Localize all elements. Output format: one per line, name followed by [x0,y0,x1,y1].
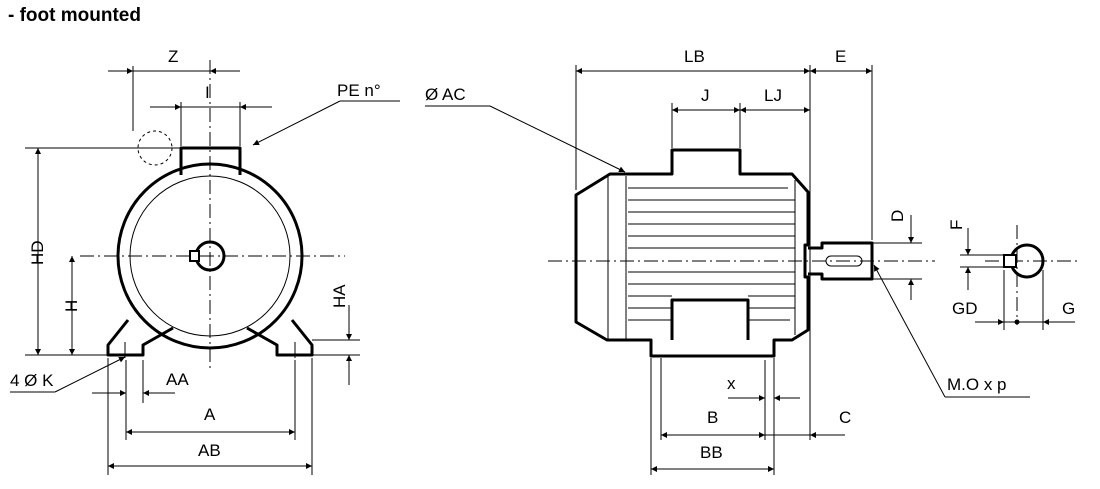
page-title: - foot mounted [8,5,141,26]
label-j: J [701,86,710,105]
section-dot [1014,319,1020,325]
label-aa: AA [166,370,189,389]
front-view: Z I PE n° HD H HA 4 Ø K [10,47,400,475]
label-x: x [727,374,736,393]
frame-outer-circle [116,162,304,350]
label-lb: LB [684,47,705,66]
side-view: LB E J LJ Ø AC D M.O x p x [425,47,1030,475]
label-ha: HA [330,284,349,308]
shaft [808,241,874,281]
label-ac: Ø AC [425,85,466,104]
mo-leader [873,264,946,398]
label-pe: PE n° [337,81,381,100]
label-mo: M.O x p [947,375,1007,394]
label-d: D [888,210,907,222]
shaft-section-key [1003,254,1017,268]
k-leader [54,356,126,393]
label-a: A [204,405,216,424]
label-g: G [1062,299,1075,318]
label-ab: AB [198,441,221,460]
label-f: F [947,220,966,230]
label-b: B [707,408,718,427]
label-bb: BB [700,443,723,462]
label-hd: HD [28,240,47,265]
left-foot [106,319,174,357]
shaft-section-view: F GD G [947,220,1080,330]
motor-body [574,148,810,358]
terminal-box [179,146,242,175]
label-z: Z [168,47,178,66]
label-k: 4 Ø K [10,371,54,390]
foot-recess [670,298,750,340]
label-c: C [839,408,851,427]
frame-inner-circle [129,175,291,337]
label-i: I [205,83,210,102]
right-foot [246,319,314,357]
pe-leader [252,100,341,146]
shaft-keyway [825,255,863,267]
label-gd: GD [952,299,978,318]
label-lj: LJ [764,86,782,105]
label-e: E [835,47,846,66]
shaft-key [189,250,200,262]
cooling-fins [628,187,795,321]
label-h: H [62,300,81,312]
ac-leader [489,105,626,173]
